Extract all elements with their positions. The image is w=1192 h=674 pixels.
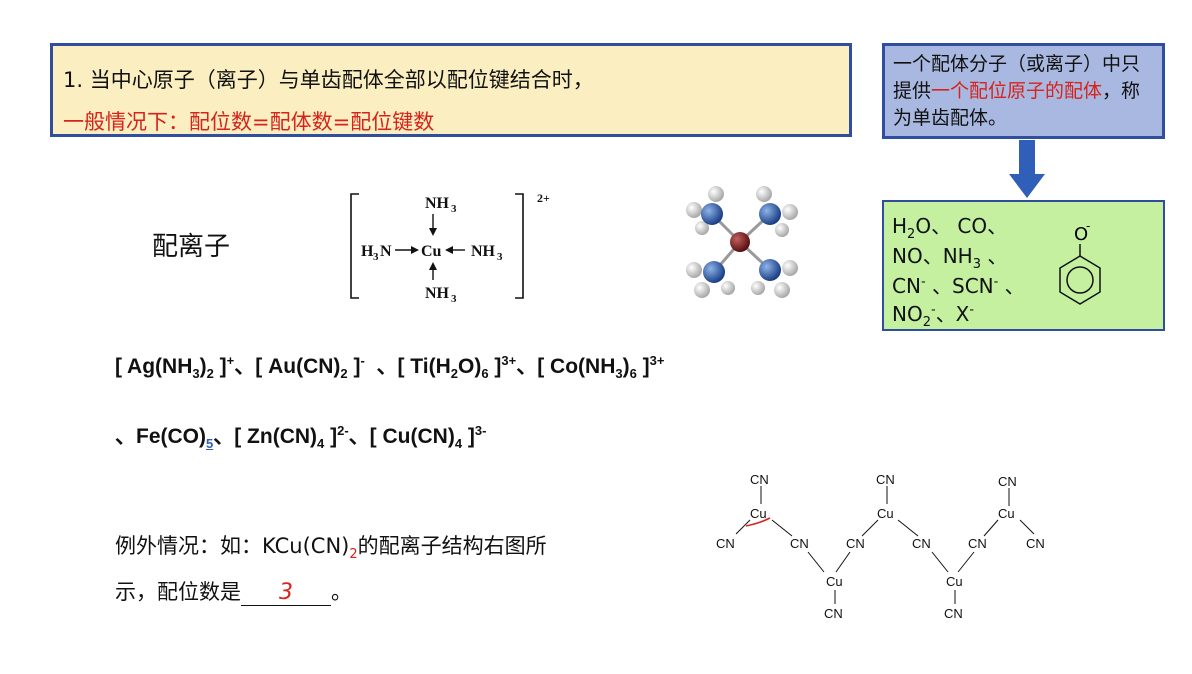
svg-text:3: 3	[451, 293, 457, 305]
definition-text-red: 一个配位原子的配体	[931, 80, 1103, 102]
svg-text:CN: CN	[876, 472, 895, 487]
phenoxide-o-label: O	[1074, 224, 1088, 245]
svg-text:CN: CN	[790, 536, 809, 551]
exception-text-1: 例外情况：如：KCu(CN)	[115, 534, 350, 558]
svg-text:CN: CN	[968, 536, 987, 551]
ligand-examples-box: H2O、 CO、 NO、NH3 、 CN- 、SCN- 、 NO2-、X- O …	[882, 200, 1165, 331]
exception-text-4: 。	[331, 580, 352, 604]
fe-subscript: 5	[206, 436, 214, 452]
svg-text:N: N	[380, 243, 392, 260]
exception-line-1: 例外情况：如：KCu(CN)2的配离子结构右图所	[115, 530, 547, 562]
ligand-row-4: NO2-、X-	[892, 302, 975, 330]
exception-text-2: 的配离子结构右图所	[357, 534, 547, 558]
svg-text:Cu: Cu	[421, 243, 442, 260]
svg-text:Cu: Cu	[877, 506, 894, 521]
au-complex: [ Au(CN)	[255, 355, 341, 378]
complex-ion-label: 配离子	[152, 232, 231, 262]
svg-text:3: 3	[497, 251, 503, 263]
exception-text-3: 示，配位数是	[115, 580, 241, 604]
svg-text:3: 3	[451, 203, 457, 215]
svg-text:NH: NH	[425, 285, 450, 302]
ligand-row-3: CN- 、SCN- 、	[892, 274, 1025, 298]
rule-line-1: 1. 当中心原子（离子）与单齿配体全部以配位键结合时，	[63, 68, 594, 92]
ligand-row-1: H2O、 CO、	[892, 214, 1008, 242]
ag-complex: [ Ag(NH	[115, 355, 193, 378]
rule-box: 1. 当中心原子（离子）与单齿配体全部以配位键结合时， 一般情况下：配位数=配体…	[50, 43, 852, 137]
co-complex: [ Co(NH	[537, 355, 616, 378]
handwritten-answer: 3	[279, 580, 293, 605]
formula-row-1: [ Ag(NH3)2 ]+、[ Au(CN)2 ]- 、[ Ti(H2O)6 ]…	[115, 353, 665, 382]
fe-complex: 、Fe(CO)	[115, 425, 206, 448]
svg-text:Cu: Cu	[998, 506, 1015, 521]
exception-line-2: 示，配位数是 3 。	[115, 576, 352, 606]
formula-row-2: 、Fe(CO)5、[ Zn(CN)4 ]2-、[ Cu(CN)4 ]3-	[115, 423, 487, 452]
definition-text-3: ，称为单齿配体。	[893, 80, 1141, 129]
svg-text:Cu: Cu	[750, 506, 767, 521]
ti-complex: [ Ti(H	[397, 355, 451, 378]
zn-complex: [ Zn(CN)	[234, 425, 318, 448]
svg-text:CN: CN	[824, 606, 843, 621]
svg-text:CN: CN	[912, 536, 931, 551]
svg-text:CN: CN	[944, 606, 963, 621]
svg-text:Cu: Cu	[946, 574, 963, 589]
svg-text:CN: CN	[750, 472, 769, 487]
svg-text:CN: CN	[846, 536, 865, 551]
svg-text:2+: 2+	[537, 191, 550, 205]
phenoxide-structure: O -	[1059, 219, 1101, 305]
ligand-row-2: NO、NH3 、	[892, 244, 1008, 272]
definition-box: 一个配体分子（或离子）中只提供一个配位原子的配体，称为单齿配体。	[882, 43, 1165, 139]
svg-text:CN: CN	[1026, 536, 1045, 551]
exception-subscript: 2	[349, 547, 358, 563]
svg-text:CN: CN	[716, 536, 735, 551]
cu-complex: [ Cu(CN)	[369, 425, 455, 448]
down-arrow-icon	[1009, 140, 1045, 198]
svg-text:NH: NH	[425, 195, 450, 212]
molecule-3d-model	[686, 186, 798, 298]
svg-text:-: -	[1086, 219, 1090, 233]
rule-line-2: 一般情况下：配位数=配体数=配位键数	[63, 110, 435, 134]
svg-text:Cu: Cu	[826, 574, 843, 589]
svg-text:H: H	[361, 243, 374, 260]
svg-text:3: 3	[373, 251, 379, 263]
definition-text-1: 一个配体分子（或离子）中只提供	[893, 53, 1141, 102]
svg-text:CN: CN	[998, 474, 1017, 489]
svg-text:NH: NH	[471, 243, 496, 260]
